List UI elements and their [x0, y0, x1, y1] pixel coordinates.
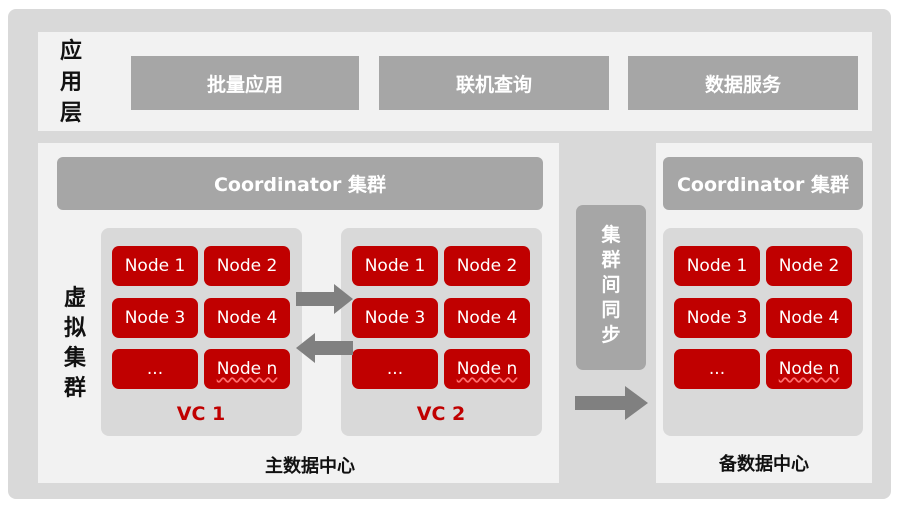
virtual-cluster-label: 虚 拟 集 群: [60, 284, 90, 404]
vc2-node-3: Node 3: [352, 298, 438, 338]
vc2-label: VC 2: [416, 403, 466, 425]
vc2-node-1: Node 1: [352, 246, 438, 286]
backup-node-n-label: Node n: [778, 359, 840, 379]
sync-char: 集: [601, 224, 621, 246]
vc1-node-n-label: Node n: [216, 359, 278, 379]
vc1-node-2: Node 2: [204, 246, 290, 286]
vc2-node-n-label: Node n: [456, 359, 518, 379]
sync-char: 间: [601, 274, 621, 296]
backup-node-3: Node 3: [674, 298, 760, 338]
primary-coordinator-cluster: Coordinator 集群: [57, 157, 543, 210]
backup-dc-label: 备数据中心: [719, 454, 809, 475]
vc2-node-4: Node 4: [444, 298, 530, 338]
vc1-node-ellipsis: ...: [112, 349, 198, 389]
sync-char: 同: [601, 299, 621, 321]
online-query-box: 联机查询: [379, 56, 609, 110]
virtual-cluster-label-char: 集: [63, 346, 86, 371]
vc1-node-1: Node 1: [112, 246, 198, 286]
virtual-cluster-label-char: 虚: [63, 286, 86, 311]
backup-node-ellipsis: ...: [674, 349, 760, 389]
vc1-to-vc2-arrow-icon: [296, 284, 353, 314]
app-layer-label: 应 用 层: [56, 36, 86, 129]
vc2-node-ellipsis: ...: [352, 349, 438, 389]
virtual-cluster-label-char: 拟: [63, 316, 86, 341]
sync-char: 步: [601, 324, 621, 346]
vc2-to-vc1-arrow-icon: [296, 333, 353, 363]
backup-node-1: Node 1: [674, 246, 760, 286]
vc2-node-2: Node 2: [444, 246, 530, 286]
inter-cluster-sync-box: 集 群 间 同 步: [576, 205, 646, 370]
vc1-label: VC 1: [176, 403, 226, 425]
vc1-node-n: Node n: [204, 349, 290, 389]
backup-node-4: Node 4: [766, 298, 852, 338]
sync-char: 群: [601, 249, 621, 271]
sync-arrow-icon: [575, 386, 648, 420]
data-service-box: 数据服务: [628, 56, 858, 110]
vc2-node-n: Node n: [444, 349, 530, 389]
vc1-node-4: Node 4: [204, 298, 290, 338]
primary-dc-label: 主数据中心: [265, 456, 355, 477]
virtual-cluster-label-char: 群: [63, 376, 86, 401]
app-layer-label-char: 用: [59, 70, 82, 95]
backup-node-2: Node 2: [766, 246, 852, 286]
backup-coordinator-cluster: Coordinator 集群: [663, 157, 863, 210]
batch-application-box: 批量应用: [131, 56, 359, 110]
app-layer-label-char: 层: [59, 101, 82, 126]
vc1-node-3: Node 3: [112, 298, 198, 338]
backup-node-n: Node n: [766, 349, 852, 389]
app-layer-label-char: 应: [59, 39, 82, 64]
